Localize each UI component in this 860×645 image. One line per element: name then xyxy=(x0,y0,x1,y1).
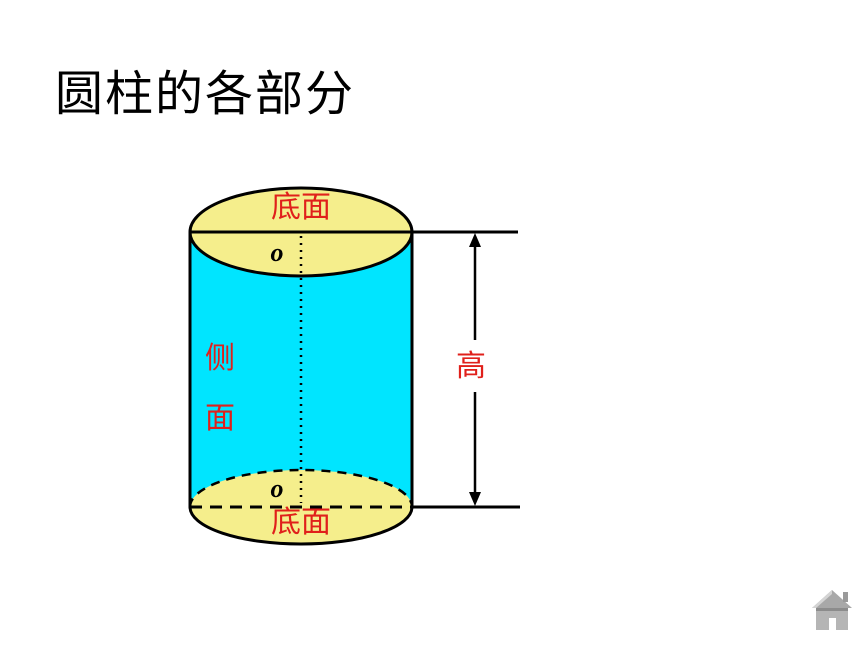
bottom-base-back-edge xyxy=(188,468,414,508)
bottom-base-front-edge xyxy=(188,506,414,546)
label-lateral-char-2: 面 xyxy=(205,401,235,436)
label-lateral-char-1: 侧 xyxy=(205,341,235,376)
slide-title: 圆柱的各部分 xyxy=(55,66,356,122)
label-bottom-center: o xyxy=(271,474,284,503)
height-arrowhead-bottom xyxy=(469,492,481,506)
height-arrowhead-top xyxy=(469,233,481,247)
label-bottom-base: 底面 xyxy=(271,505,331,540)
label-top-center: o xyxy=(271,238,284,267)
label-height: 高 xyxy=(456,349,486,384)
home-button[interactable] xyxy=(810,588,854,632)
home-icon xyxy=(812,590,852,630)
label-top-base: 底面 xyxy=(271,190,331,225)
cylinder-lateral-surface xyxy=(190,232,412,544)
